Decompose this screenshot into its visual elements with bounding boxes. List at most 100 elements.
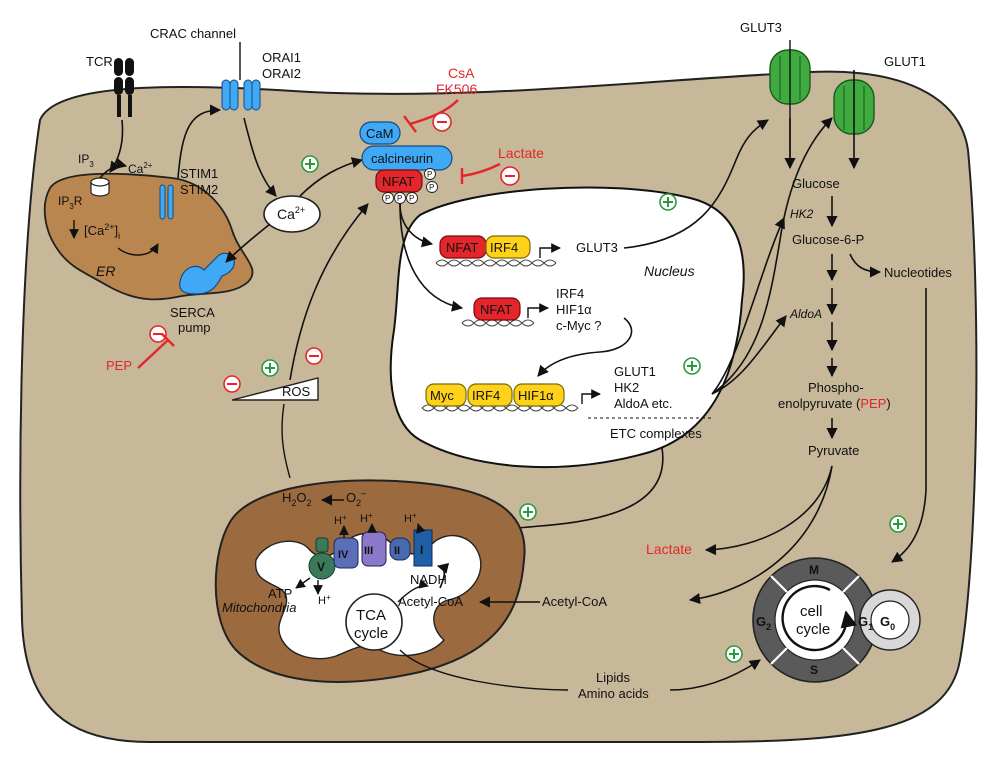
lipids-label: Lipids	[596, 670, 630, 685]
lactate-top-label: Lactate	[498, 145, 544, 161]
cc-g1-label: G1	[858, 614, 873, 632]
ros-label: ROS	[282, 384, 311, 399]
target-cmyc-label: c-Myc ?	[556, 318, 602, 333]
target-hk2-label: HK2	[614, 380, 639, 395]
hk2-label: HK2	[790, 207, 814, 221]
cc-cycle-label: cycle	[796, 621, 830, 638]
nfat-box-2	[473, 297, 521, 321]
h2o2-label: H2O2	[282, 490, 312, 508]
serca-pump	[179, 252, 235, 295]
cc-m-label: M	[809, 563, 819, 577]
enolpyruvate-label: enolpyruvate (PEP)	[778, 396, 891, 411]
dna-row-2	[461, 319, 535, 327]
etc-complex-v: V	[308, 537, 336, 580]
svg-text:II: II	[394, 545, 400, 557]
irf4-box-1	[485, 235, 531, 259]
svg-text:V: V	[317, 560, 325, 574]
aminoacids-label: Amino acids	[578, 686, 649, 701]
phospho-label: Phospho-	[808, 380, 864, 395]
nfat-cytosolic	[375, 169, 423, 193]
hplus-label-1: H+	[334, 513, 347, 527]
nucleus-label: Nucleus	[644, 263, 695, 279]
etc-complex-i: I	[413, 529, 433, 567]
phosphate-groups: P P P P P	[382, 168, 438, 204]
glut3-target-label: GLUT3	[576, 240, 618, 255]
calcineurin-label: calcineurin	[371, 151, 433, 166]
ca2-cyto-label: Ca2+	[277, 205, 305, 222]
etc-complex-iii: III	[361, 531, 387, 567]
etc-complexes-label: ETC complexes	[610, 426, 702, 441]
serca-label: SERCA	[170, 305, 215, 320]
glucose6p-label: Glucose-6-P	[792, 232, 864, 247]
dna-row-1	[435, 259, 557, 267]
tca-label: TCA	[356, 607, 386, 624]
orai1-label: ORAI1	[262, 50, 301, 65]
nucleotides-label: Nucleotides	[884, 265, 952, 280]
svg-text:IV: IV	[338, 549, 349, 561]
cc-g2-label: G2	[756, 614, 771, 632]
cc-cell-label: cell	[800, 603, 823, 620]
target-aldoa-label: AldoA etc.	[614, 396, 673, 411]
hplus-label-2: H+	[360, 511, 373, 525]
target-glut1-label: GLUT1	[614, 364, 656, 379]
cc-s-label: S	[810, 663, 818, 677]
myc-box	[425, 383, 467, 407]
ca2-small-label: Ca2+	[128, 161, 153, 176]
glut3-label: GLUT3	[740, 20, 782, 35]
tcr-label: TCR	[86, 54, 113, 69]
svg-text:P: P	[397, 194, 402, 203]
csa-label: CsA	[448, 65, 475, 81]
crac-channel-label: CRAC channel	[150, 26, 236, 41]
svg-text:P: P	[429, 183, 434, 192]
tca-cycle	[345, 593, 403, 651]
glucose-label: Glucose	[792, 176, 840, 191]
svg-text:I: I	[420, 543, 423, 557]
stim2-label: STIM2	[180, 182, 218, 197]
acetylcoa-mito-label: Acetyl-CoA	[398, 594, 463, 609]
etc-complex-iv: IV	[333, 537, 359, 569]
glut1-label: GLUT1	[884, 54, 926, 69]
svg-text:P: P	[409, 194, 414, 203]
tcr-receptor	[114, 58, 134, 117]
cam-label: CaM	[366, 126, 393, 141]
svg-text:P: P	[385, 194, 390, 203]
cam-protein	[359, 121, 401, 145]
orai-channel	[221, 79, 261, 111]
hif1a-box-3	[513, 383, 565, 407]
er-calcium-label: [Ca2+]i	[84, 222, 120, 241]
target-hif1a-label: HIF1α	[556, 302, 592, 317]
er-label: ER	[96, 263, 115, 279]
mitochondria-label: Mitochondria	[222, 600, 296, 615]
irf4-box-3	[467, 383, 513, 407]
aldoa-label: AldoA	[789, 307, 822, 321]
pyruvate-label: Pyruvate	[808, 443, 859, 458]
ip3-label: IP3	[78, 152, 94, 169]
hplus-label-3: H+	[404, 511, 417, 525]
atp-label: ATP	[268, 586, 292, 601]
ip3r-channel	[90, 177, 110, 197]
lactate-bottom-label: Lactate	[646, 541, 692, 557]
svg-text:III: III	[364, 545, 373, 557]
hplus-label-4: H+	[318, 593, 331, 607]
pep-left-label: PEP	[106, 358, 132, 373]
fk506-label: FK506	[436, 81, 477, 97]
irf4-3-label: IRF4	[472, 388, 500, 403]
orai2-label: ORAI2	[262, 66, 301, 81]
cycle-label: cycle	[354, 625, 388, 642]
o2-label: O2–	[346, 488, 366, 508]
myc-label: Myc	[430, 388, 454, 403]
ros-wedge	[231, 377, 319, 401]
stim1-label: STIM1	[180, 166, 218, 181]
ip3r-label: IP3R	[58, 194, 83, 211]
etc-complex-ii: II	[389, 537, 411, 561]
target-irf4-label: IRF4	[556, 286, 584, 301]
nfat-1-label: NFAT	[446, 240, 478, 255]
svg-text:P: P	[427, 170, 432, 179]
nfat-label: NFAT	[382, 174, 414, 189]
hif1a-3-label: HIF1α	[518, 388, 554, 403]
nfat-2-label: NFAT	[480, 302, 512, 317]
irf4-1-label: IRF4	[490, 240, 518, 255]
stim-proteins	[159, 184, 174, 220]
cell-cycle-diagram	[752, 557, 921, 683]
